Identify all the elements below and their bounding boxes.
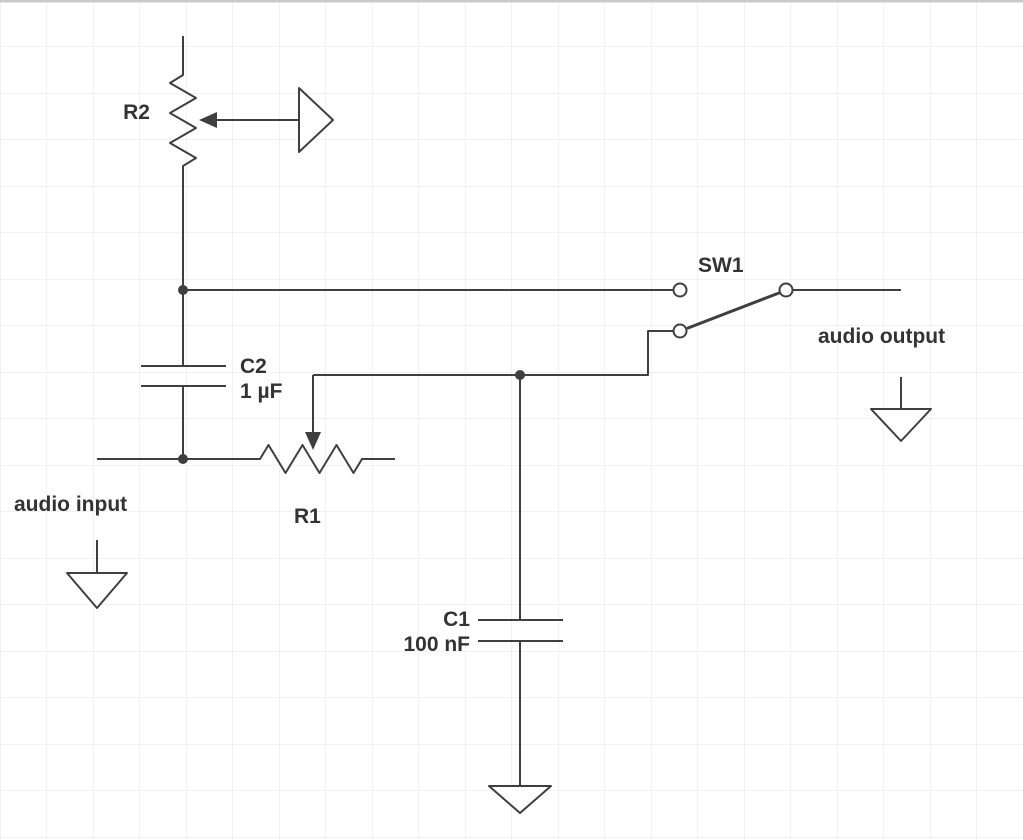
r1-label: R1: [294, 505, 321, 528]
r2-wiper-terminal-triangle-icon[interactable]: [298, 87, 334, 153]
audio-output-label: audio output: [818, 325, 945, 348]
wire-wiper-to-switch[interactable]: [313, 330, 673, 376]
c1-value-label: 100 nF: [403, 633, 470, 656]
r1-wiper-arrowhead-icon: [305, 432, 321, 450]
sw1-switch[interactable]: [672, 282, 794, 339]
audio-input-label: audio input: [14, 493, 127, 516]
r1-potentiometer[interactable]: [97, 375, 395, 474]
c1-label: C1: [443, 608, 470, 631]
sw1-lever[interactable]: [686, 291, 781, 330]
r2-resistor-body[interactable]: [169, 36, 197, 366]
canvas-top-edge: [0, 0, 1023, 3]
c1-ground-symbol[interactable]: [488, 785, 552, 814]
c2-label: C2: [240, 355, 267, 378]
audio-input-ground-symbol[interactable]: [66, 540, 128, 609]
sw1-throw-bottom-contact[interactable]: [672, 323, 688, 339]
c2-value-label: 1 µF: [240, 380, 283, 403]
r2-potentiometer[interactable]: [169, 36, 334, 366]
c2-capacitor[interactable]: [141, 365, 226, 459]
audio-output-ground-symbol[interactable]: [870, 377, 932, 442]
sw1-common-contact[interactable]: [778, 282, 794, 298]
audio-input-ground-triangle-icon: [66, 572, 128, 609]
sw1-label: SW1: [698, 254, 744, 277]
audio-output-ground-triangle-icon: [870, 408, 932, 442]
sw1-throw-top-contact[interactable]: [672, 282, 688, 298]
c1-ground-triangle-icon: [488, 785, 552, 814]
c1-capacitor[interactable]: [478, 375, 563, 786]
r1-resistor-body[interactable]: [97, 444, 395, 474]
junction-dot-input: [178, 454, 188, 464]
junction-dot-top: [178, 285, 188, 295]
r2-wiper-arrowhead-icon: [199, 112, 217, 128]
r2-label: R2: [123, 101, 150, 124]
